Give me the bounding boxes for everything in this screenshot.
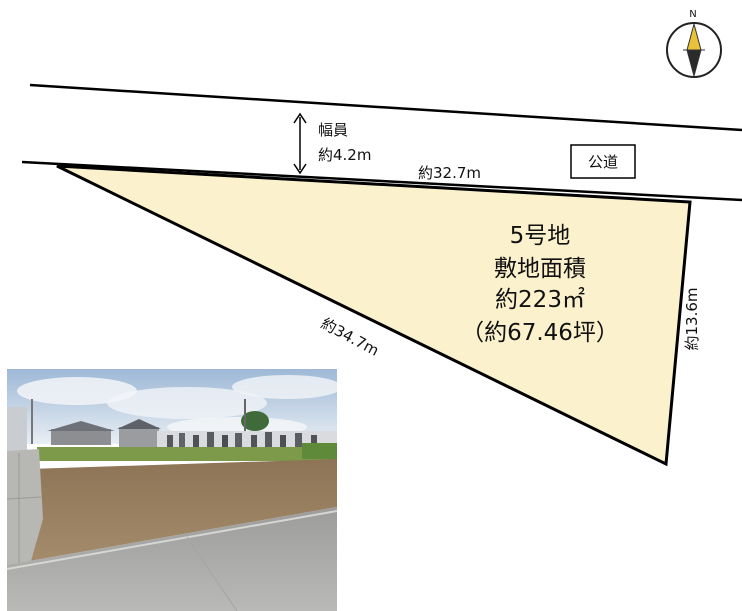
road-width-arrow-icon bbox=[293, 112, 307, 175]
right-side-length-label: 約13.6m bbox=[683, 287, 701, 350]
compass-north-label: N bbox=[689, 9, 696, 20]
lot-area-sqm: 約223㎡ bbox=[495, 287, 585, 313]
public-road-label: 公道 bbox=[588, 153, 618, 171]
lot-area-heading: 敷地面積 bbox=[494, 256, 586, 282]
lot-name: 5号地 bbox=[510, 223, 571, 249]
road-width-label-line1: 幅員 bbox=[318, 121, 348, 139]
lot-shape bbox=[56, 164, 692, 467]
site-photo bbox=[7, 369, 337, 611]
public-road-box bbox=[570, 144, 636, 179]
lot-area-tsubo: （約67.46坪） bbox=[461, 320, 619, 346]
road-top-edge bbox=[29, 83, 742, 132]
road-width-label-line2: 約4.2m bbox=[318, 146, 371, 164]
road-bottom-edge bbox=[21, 160, 742, 202]
compass: N bbox=[666, 9, 722, 78]
frontage-length-label: 約32.7m bbox=[418, 164, 481, 182]
